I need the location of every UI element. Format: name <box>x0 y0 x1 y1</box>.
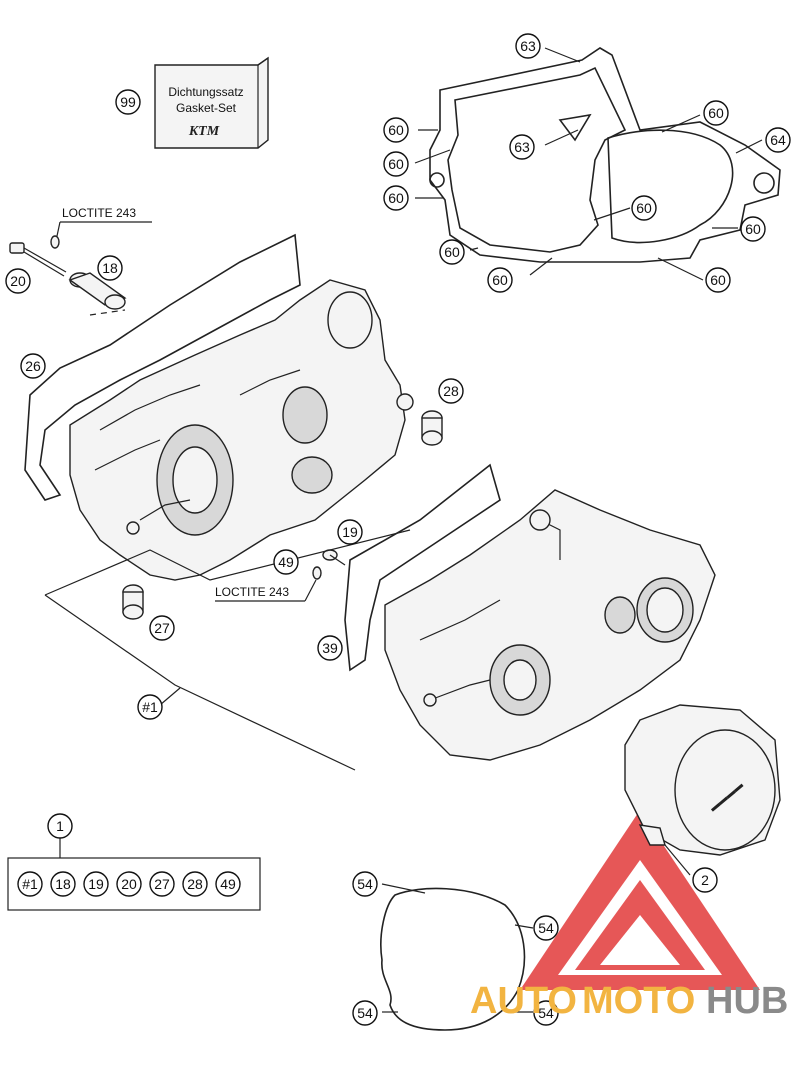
kit-item-circle <box>83 871 109 897</box>
callout-circle-c63a <box>515 33 541 59</box>
callout-circle-c99 <box>115 89 141 115</box>
callout-number-kit: 1 <box>56 818 64 834</box>
callout-circle-c1 <box>137 694 163 720</box>
callout-number-c64: 64 <box>770 132 786 148</box>
right-crankcase <box>344 463 716 761</box>
callout-circle-c60e <box>631 195 657 221</box>
callout-number-c18: 18 <box>102 260 118 276</box>
callout-number-c20: 20 <box>10 273 26 289</box>
loctite-drop-bottom-icon <box>312 566 322 580</box>
kit-item-number: #1 <box>22 876 38 892</box>
callout-number-c54d: 54 <box>538 1005 554 1021</box>
assembly-outline <box>44 529 411 771</box>
kit-item-circle <box>215 871 241 897</box>
callout-number-c60f: 60 <box>745 221 761 237</box>
callout-number-c60e: 60 <box>636 200 652 216</box>
kit-item-circle <box>17 871 43 897</box>
small-fasteners <box>122 549 346 620</box>
callout-number-c49: 49 <box>278 554 294 570</box>
callout-circle-c60g <box>439 239 465 265</box>
watermark-hub: HUB <box>706 980 788 1022</box>
callout-number-c60g: 60 <box>444 244 460 260</box>
kit-item-circle <box>116 871 142 897</box>
callout-number-c39: 39 <box>322 640 338 656</box>
callout-circle-c2 <box>692 867 718 893</box>
callout-number-c26: 26 <box>25 358 41 374</box>
ignition-cover-gasket <box>380 883 534 1031</box>
kit-item-number: 28 <box>187 876 203 892</box>
watermark-text: AUTO MOTO HUB <box>470 980 788 1022</box>
callout-circle-c28 <box>438 378 464 404</box>
gasket-set-brand: KTM <box>188 124 220 139</box>
cylinder-gasket <box>414 47 781 281</box>
callout-number-c60i: 60 <box>710 272 726 288</box>
callout-number-c27: 27 <box>154 620 170 636</box>
kit-contents-box <box>7 838 261 911</box>
callout-number-c54b: 54 <box>538 920 554 936</box>
callout-circle-c54d <box>533 1000 559 1026</box>
loctite-drop-top-icon <box>50 235 60 249</box>
callout-number-c60b: 60 <box>388 156 404 172</box>
callout-circle-c54b <box>533 915 559 941</box>
kit-item-circle <box>50 871 76 897</box>
watermark-auto: AUTO <box>470 980 577 1022</box>
kit-item-circle <box>149 871 175 897</box>
callout-circle-c19 <box>337 519 363 545</box>
callout-circle-c60h <box>487 267 513 293</box>
callout-number-c28: 28 <box>443 383 459 399</box>
watermark-logo <box>520 810 760 990</box>
callout-number-c63a: 63 <box>520 38 536 54</box>
kit-item-circle <box>182 871 208 897</box>
callout-circle-c54a <box>352 871 378 897</box>
callout-circle-c60f <box>740 216 766 242</box>
watermark-moto: MOTO <box>582 980 695 1022</box>
callout-number-c54a: 54 <box>357 876 373 892</box>
callout-number-c1: #1 <box>142 699 158 715</box>
gasket-set-box: Dichtungssatz Gasket-Set KTM <box>154 56 269 149</box>
callout-number-c63b: 63 <box>514 139 530 155</box>
kit-item-number: 20 <box>121 876 137 892</box>
callout-circle-c60c <box>383 185 409 211</box>
ignition-cover: ▬▬▬▬ <box>624 704 781 876</box>
callout-circle-c60b <box>383 151 409 177</box>
loctite-label-bottom: LOCTITE 243 <box>215 585 289 599</box>
callout-circle-c49 <box>273 549 299 575</box>
callout-number-c60d: 60 <box>708 105 724 121</box>
kit-item-number: 18 <box>55 876 71 892</box>
callout-circle-c27 <box>149 615 175 641</box>
callout-circle-c60i <box>705 267 731 293</box>
callout-circle-c26 <box>20 353 46 379</box>
callout-number-c60c: 60 <box>388 190 404 206</box>
callout-number-c2: 2 <box>701 872 709 888</box>
gasket-set-line1: Dichtungssatz <box>168 85 243 99</box>
callout-circle-c20 <box>5 268 31 294</box>
kit-item-number: 49 <box>220 876 236 892</box>
callout-number-c99: 99 <box>120 94 136 110</box>
callout-circle-c60d <box>703 100 729 126</box>
callout-labels: 99 63 63 60 60 60 60 60 60 60 60 60 64 20 18 26 28 19 49 27… <box>5 33 791 1026</box>
gasket-set-line2: Gasket-Set <box>176 101 237 115</box>
callout-number-c54c: 54 <box>357 1005 373 1021</box>
callout-circle-c39 <box>317 635 343 661</box>
loctite-label-top: LOCTITE 243 <box>62 206 136 220</box>
kit-item-number: 27 <box>154 876 170 892</box>
screw-20-and-sleeve-18 <box>9 235 127 316</box>
dowel-sleeve-28 <box>421 410 443 446</box>
callout-circle-c18 <box>97 255 123 281</box>
kit-item-number: 19 <box>88 876 104 892</box>
callout-number-c19: 19 <box>342 524 358 540</box>
callout-circle-c64 <box>765 127 791 153</box>
callout-circle-c63b <box>509 134 535 160</box>
callout-circle-c60a <box>383 117 409 143</box>
callout-circle-c54c <box>352 1000 378 1026</box>
callout-number-c60a: 60 <box>388 122 404 138</box>
callout-circle-kit <box>47 813 73 839</box>
left-crankcase <box>24 233 414 581</box>
callout-number-c60h: 60 <box>492 272 508 288</box>
